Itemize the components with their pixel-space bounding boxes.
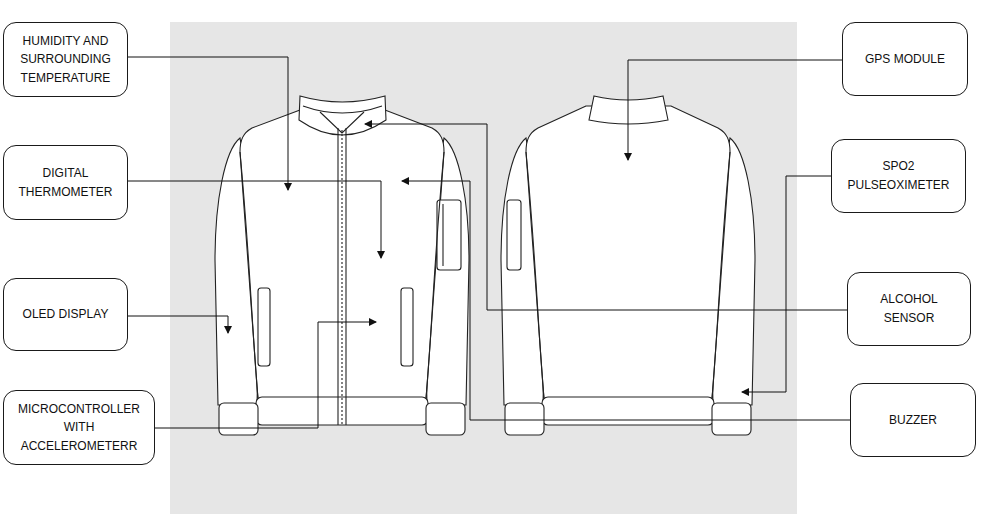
leader-line xyxy=(402,181,850,420)
label-box: GPS MODULE xyxy=(842,22,968,96)
leader-line xyxy=(155,322,376,428)
label-text: HUMIDITY AND SURROUNDING TEMPERATURE xyxy=(12,32,120,88)
leader-lines xyxy=(128,57,850,428)
label-text: SPO2 PULSEOXIMETER xyxy=(843,157,955,194)
leader-line xyxy=(365,124,847,310)
front-jacket xyxy=(215,96,469,435)
label-text: DIGITAL THERMOMETER xyxy=(12,164,120,201)
label-box: ALCOHOL SENSOR xyxy=(847,272,971,346)
label-text: OLED DISPLAY xyxy=(12,305,120,324)
label-box: SPO2 PULSEOXIMETER xyxy=(831,139,966,213)
label-box: OLED DISPLAY xyxy=(3,278,128,351)
leader-line xyxy=(128,181,381,258)
label-text: ALCOHOL SENSOR xyxy=(867,290,951,327)
label-text: BUZZER xyxy=(858,411,968,430)
label-text-group: GPS MODULE xyxy=(850,50,960,69)
leader-line xyxy=(128,57,288,190)
label-text-group: ALCOHOL SENSOR xyxy=(867,290,951,327)
label-text-group: MICROCONTROLLER WITH ACCELEROMETERR xyxy=(12,400,146,456)
label-text-group: DIGITAL THERMOMETER xyxy=(12,164,120,201)
leader-line xyxy=(628,60,842,160)
label-text-group: HUMIDITY AND SURROUNDING TEMPERATURE xyxy=(12,32,120,88)
leader-line xyxy=(742,176,831,392)
label-text: MICROCONTROLLER WITH ACCELEROMETERR xyxy=(12,400,146,456)
label-box: MICROCONTROLLER WITH ACCELEROMETERR xyxy=(3,390,155,465)
label-text: GPS MODULE xyxy=(850,50,960,69)
label-box: HUMIDITY AND SURROUNDING TEMPERATURE xyxy=(3,22,128,97)
label-text-group: SPO2 PULSEOXIMETER xyxy=(843,157,955,194)
grey-panel xyxy=(170,22,797,514)
label-text-group: OLED DISPLAY xyxy=(12,305,120,324)
label-text-group: BUZZER xyxy=(858,411,968,430)
label-box: BUZZER xyxy=(850,383,976,457)
leader-line xyxy=(128,316,228,333)
label-box: DIGITAL THERMOMETER xyxy=(3,145,128,220)
